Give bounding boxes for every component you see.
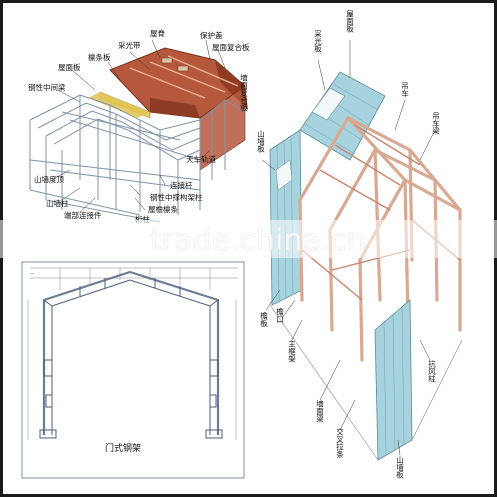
- label-main-frame: 主框架: [287, 339, 296, 364]
- label-gable-wall-panel: 山墙板: [256, 129, 265, 154]
- label-roof-panel: 屋面板: [58, 62, 81, 72]
- label-tie-bar: 连接杆: [170, 180, 193, 190]
- label-skylight-strip: 采光带: [118, 40, 141, 50]
- label-end-connector: 端部连接件: [64, 210, 102, 220]
- label-ridge: 屋脊: [150, 28, 165, 38]
- label-gable-column: 山墙柱: [46, 198, 69, 208]
- label-wall-beam: 墙面梁: [315, 399, 324, 424]
- label-rigid-column: 钢性中撑构架柱: [150, 192, 203, 202]
- label-skylight-panel: 采光板: [313, 29, 322, 54]
- label-truss-column: 桁柱: [135, 214, 150, 224]
- label-protective-cap: 保护盖: [200, 30, 223, 40]
- label-crane-beam: 吊车梁: [431, 112, 440, 136]
- label-roof-composite-panel: 屋面复合板: [212, 42, 250, 52]
- label-wind-column: 抗风柱: [427, 359, 436, 384]
- label-crane: 吊车: [400, 82, 409, 99]
- label-eave-purlin: 屋檐檩条: [148, 204, 178, 214]
- label-crane-rail: 天车轨道: [186, 154, 216, 164]
- steel-building-diagram: 屋脊 采光带 保护盖 檩条板 屋面板 屋面复合板 钢性中间梁 墙面复合板 天车轨…: [28, 28, 250, 224]
- label-cross-brace: 交叉拉条: [335, 427, 344, 459]
- label-eave: 檐口: [275, 307, 284, 324]
- label-eave-panel: 檐板: [259, 311, 268, 329]
- drawing-title: 门式钢架: [105, 442, 141, 454]
- watermark-text: trade.china.cn: [150, 223, 366, 258]
- label-gable-top: 山墙度顶: [34, 174, 64, 184]
- watermark-band: trade.china.cn: [0, 220, 497, 258]
- label-rigid-middle-beam: 钢性中间梁: [28, 82, 66, 92]
- label-wall-composite-panel: 墙面复合板: [239, 73, 248, 113]
- svg-text:—: —: [30, 271, 34, 276]
- portal-frame-drawing: — 门式钢架: [21, 261, 245, 479]
- label-purlin-panel: 檩条板: [88, 52, 111, 62]
- label-roof-panel-right: 屋面板: [345, 10, 354, 34]
- label-gable-panel: 山墙板: [395, 455, 404, 480]
